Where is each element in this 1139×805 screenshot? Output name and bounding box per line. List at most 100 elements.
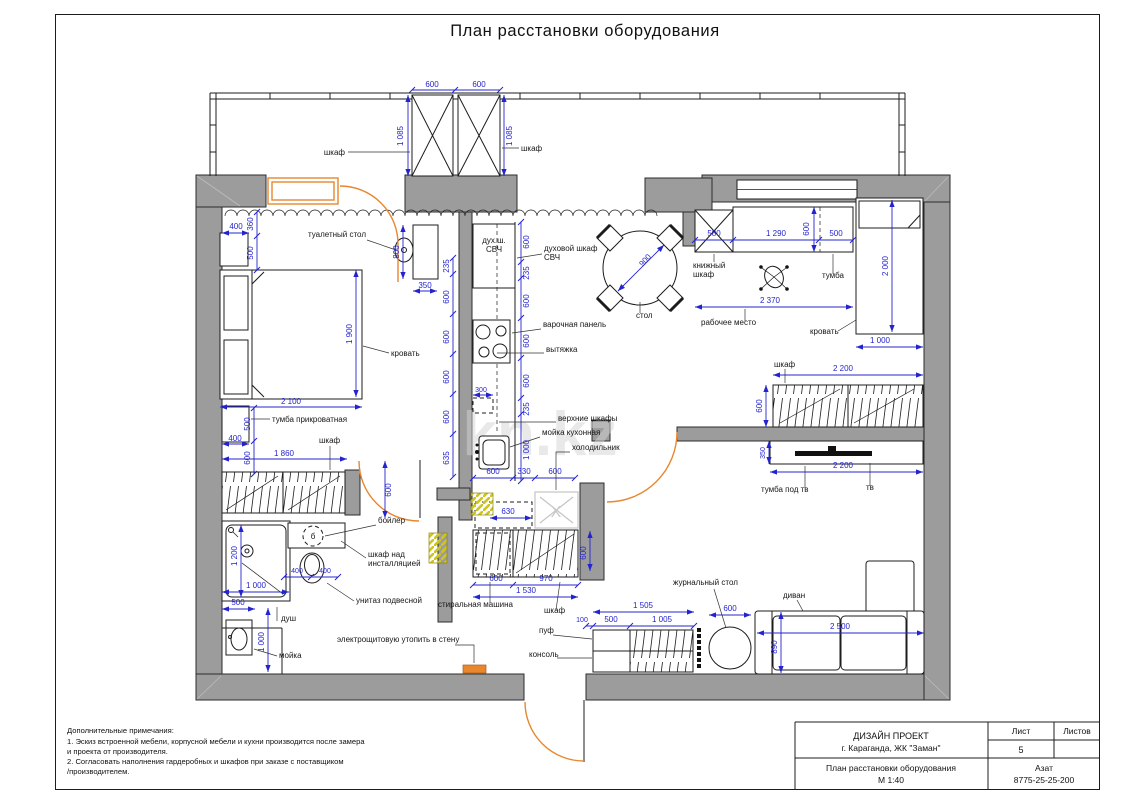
right-room bbox=[694, 197, 924, 465]
insulation-wave bbox=[224, 209, 658, 217]
notes-heading: Дополнительные примечания: bbox=[67, 726, 174, 735]
wardrobe-big bbox=[772, 384, 924, 428]
kitchen-sink bbox=[475, 435, 510, 470]
bedroom-door-arc bbox=[358, 460, 420, 522]
bathroom bbox=[221, 520, 346, 674]
dim: 600 bbox=[442, 410, 451, 424]
label-wc: унитаз подвесной bbox=[356, 596, 422, 605]
bed-double bbox=[219, 269, 363, 400]
sheet-frame: План расстановки оборудования bbox=[55, 14, 1100, 790]
bath-sink bbox=[225, 619, 253, 656]
chair bbox=[595, 223, 624, 252]
dim: 500 bbox=[231, 598, 245, 607]
desk bbox=[732, 206, 854, 253]
electrical-hatch-2 bbox=[428, 532, 448, 564]
dim: 600 bbox=[522, 235, 531, 249]
titleblock-org: ДИЗАЙН ПРОЕКТ bbox=[853, 730, 929, 741]
dim: 600 bbox=[579, 546, 588, 560]
dim: 2 200 bbox=[833, 461, 854, 470]
titleblock-sheets-label: Листов bbox=[1063, 726, 1091, 736]
dim: 600 bbox=[522, 294, 531, 308]
label-tv: тв bbox=[866, 483, 874, 492]
label-bookcase: шкаф bbox=[693, 270, 715, 279]
label-oven-box: дух.ш. bbox=[482, 236, 506, 245]
notes-line: 1. Эскиз встроенной мебели, корпусной ме… bbox=[67, 737, 365, 746]
tv-screen bbox=[795, 451, 872, 456]
dim: 600 bbox=[548, 467, 562, 476]
dim: 235 bbox=[442, 259, 451, 273]
titleblock-author: Азат bbox=[1035, 763, 1053, 773]
dim: 600 bbox=[442, 290, 451, 304]
dim: 1 000 bbox=[257, 631, 266, 652]
label-coffee-table: журнальный стол bbox=[673, 578, 738, 587]
balcony-wardrobe-left bbox=[411, 94, 454, 177]
dim: 350 bbox=[760, 447, 767, 459]
notes-line: и проекта от производителя. bbox=[67, 747, 168, 756]
label-table: стол bbox=[636, 311, 653, 320]
hallway bbox=[462, 529, 701, 762]
label-bed: кровать bbox=[810, 327, 839, 336]
dim: 600 bbox=[802, 222, 811, 236]
dim: 1 200 bbox=[230, 545, 239, 566]
bedroom bbox=[219, 224, 439, 518]
dim: 1 290 bbox=[766, 229, 787, 238]
dim: 580 bbox=[707, 229, 721, 238]
label-kitchen-sink: мойка кухонная bbox=[542, 428, 600, 437]
label-hood: вытяжка bbox=[546, 345, 578, 354]
label-oven: духовой шкаф bbox=[544, 244, 598, 253]
label-tv-stand: тумба под тв bbox=[761, 485, 809, 494]
dim: 300 bbox=[475, 387, 487, 394]
walls bbox=[195, 174, 951, 701]
wardrobe-bedroom bbox=[221, 471, 346, 514]
label-upper-cabinets: верхние шкафы bbox=[558, 414, 618, 423]
dim: 1 505 bbox=[633, 601, 654, 610]
dim: 500 bbox=[604, 615, 618, 624]
title-block: ДИЗАЙН ПРОЕКТ г. Караганда, ЖК "Заман" Л… bbox=[794, 721, 1100, 789]
page-title: План расстановки оборудования bbox=[450, 22, 720, 40]
cooktop bbox=[472, 319, 511, 364]
dim: 600 bbox=[442, 370, 451, 384]
doors bbox=[339, 185, 678, 762]
hall-wardrobe-washer bbox=[472, 529, 579, 578]
balcony-door-arc bbox=[339, 185, 399, 245]
dim: 630 bbox=[501, 507, 515, 516]
dim: 600 bbox=[243, 451, 252, 465]
dim: 600 bbox=[522, 334, 531, 348]
notes: Дополнительные примечания: 1. Эскиз встр… bbox=[67, 726, 365, 776]
label-tumba: тумба bbox=[822, 271, 844, 280]
dim: 400 bbox=[229, 222, 243, 231]
titleblock-scale: М 1:40 bbox=[878, 775, 904, 785]
dim: 235 bbox=[522, 402, 531, 416]
dim: 600 bbox=[489, 574, 503, 583]
dim: 800 bbox=[392, 245, 401, 259]
balcony bbox=[209, 92, 906, 205]
label-wardrobe: шкаф bbox=[521, 144, 543, 153]
dim: 1 085 bbox=[505, 125, 514, 146]
coffee-table bbox=[708, 626, 752, 670]
label-inst-cabinet: шкаф над bbox=[368, 550, 405, 559]
dim: 600 bbox=[442, 330, 451, 344]
dim: 350 bbox=[418, 281, 432, 290]
dim: 2 370 bbox=[760, 296, 781, 305]
office-chair bbox=[759, 265, 789, 291]
dim: 1 900 bbox=[345, 323, 354, 344]
label-inst-cabinet: инсталляцией bbox=[368, 559, 421, 568]
dim: 600 bbox=[425, 80, 439, 89]
dim: 1 005 bbox=[652, 615, 673, 624]
installation-shelf bbox=[287, 522, 346, 549]
label-wardrobe: шкаф bbox=[324, 148, 346, 157]
label-fridge: холодильник bbox=[572, 443, 620, 452]
dim: 400 bbox=[319, 568, 331, 575]
dim: 600 bbox=[486, 467, 500, 476]
living-door-arc bbox=[606, 431, 678, 503]
sofa bbox=[754, 560, 925, 675]
label-console: консоль bbox=[529, 650, 559, 659]
label-oven: СВЧ bbox=[544, 253, 560, 262]
oven-microwave bbox=[472, 223, 516, 289]
dim: 635 bbox=[442, 451, 451, 465]
dim: 500 bbox=[246, 246, 255, 260]
titleblock-location: г. Караганда, ЖК "Заман" bbox=[842, 743, 941, 753]
dim: 1 000 bbox=[246, 581, 267, 590]
label-workplace: рабочее место bbox=[701, 318, 757, 327]
